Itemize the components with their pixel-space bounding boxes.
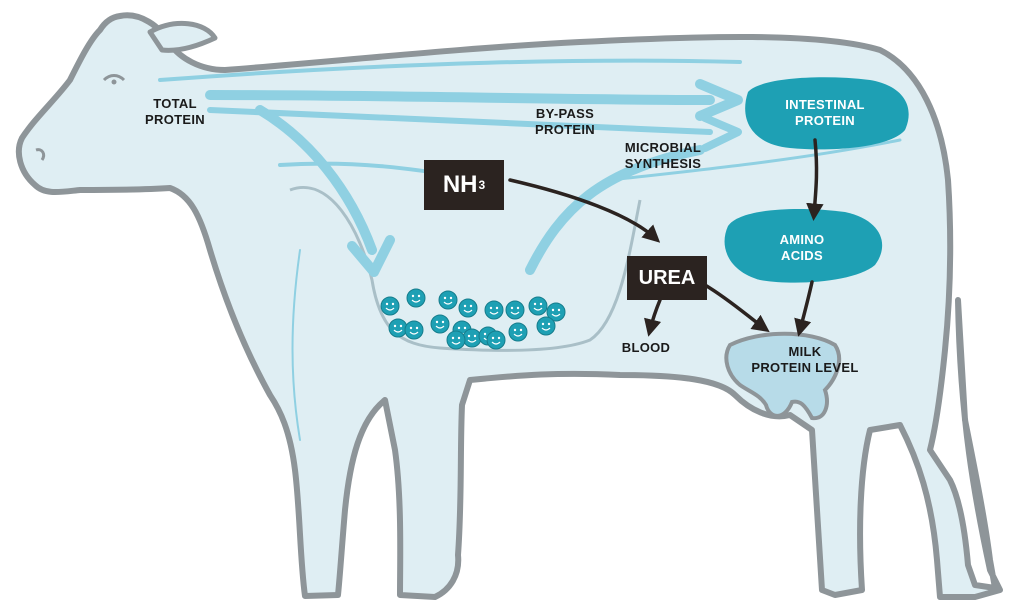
microbe-smiley-icon <box>405 321 423 339</box>
microbial-synthesis-line2: SYNTHESIS <box>608 156 718 172</box>
intestinal-protein-line1: INTESTINAL <box>760 97 890 113</box>
microbe-smiley-icon <box>381 297 399 315</box>
microbe-smiley-icon <box>389 319 407 337</box>
nh3-subscript: 3 <box>478 178 485 192</box>
milk-protein-line2: PROTEIN LEVEL <box>740 360 870 376</box>
microbe-smiley-icon <box>407 289 425 307</box>
microbe-smiley-icon <box>463 329 481 347</box>
microbial-synthesis-line1: MICROBIAL <box>608 140 718 156</box>
microbe-smiley-icon <box>487 331 505 349</box>
microbe-smiley-icon <box>485 301 503 319</box>
intestinal-protein-label: INTESTINAL PROTEIN <box>760 97 890 129</box>
milk-protein-line1: MILK <box>740 344 870 360</box>
bypass-protein-label: BY-PASS PROTEIN <box>520 106 610 138</box>
amino-acids-label: AMINO ACIDS <box>752 232 852 264</box>
microbe-smiley-icon <box>506 301 524 319</box>
microbe-smiley-icon <box>431 315 449 333</box>
microbial-synthesis-label: MICROBIAL SYNTHESIS <box>608 140 718 172</box>
bypass-flow-arrow <box>210 95 710 100</box>
microbe-smiley-icon <box>529 297 547 315</box>
milk-protein-level-label: MILK PROTEIN LEVEL <box>740 344 870 376</box>
bypass-protein-line2: PROTEIN <box>520 122 610 138</box>
microbe-smiley-icon <box>439 291 457 309</box>
microbe-smiley-icon <box>459 299 477 317</box>
bypass-protein-line1: BY-PASS <box>520 106 610 122</box>
blood-label: BLOOD <box>606 340 686 356</box>
nh3-main-text: NH <box>443 171 478 199</box>
intestinal-protein-line2: PROTEIN <box>760 113 890 129</box>
total-protein-line1: TOTAL <box>140 96 210 112</box>
urea-box: UREA <box>627 256 707 300</box>
total-protein-label: TOTAL PROTEIN <box>140 96 210 128</box>
microbe-smiley-icon <box>509 323 527 341</box>
microbe-smiley-icon <box>537 317 555 335</box>
amino-acids-line2: ACIDS <box>752 248 852 264</box>
total-protein-line2: PROTEIN <box>140 112 210 128</box>
cow-ear <box>150 23 215 50</box>
microbe-smiley-icon <box>447 331 465 349</box>
amino-acids-line1: AMINO <box>752 232 852 248</box>
